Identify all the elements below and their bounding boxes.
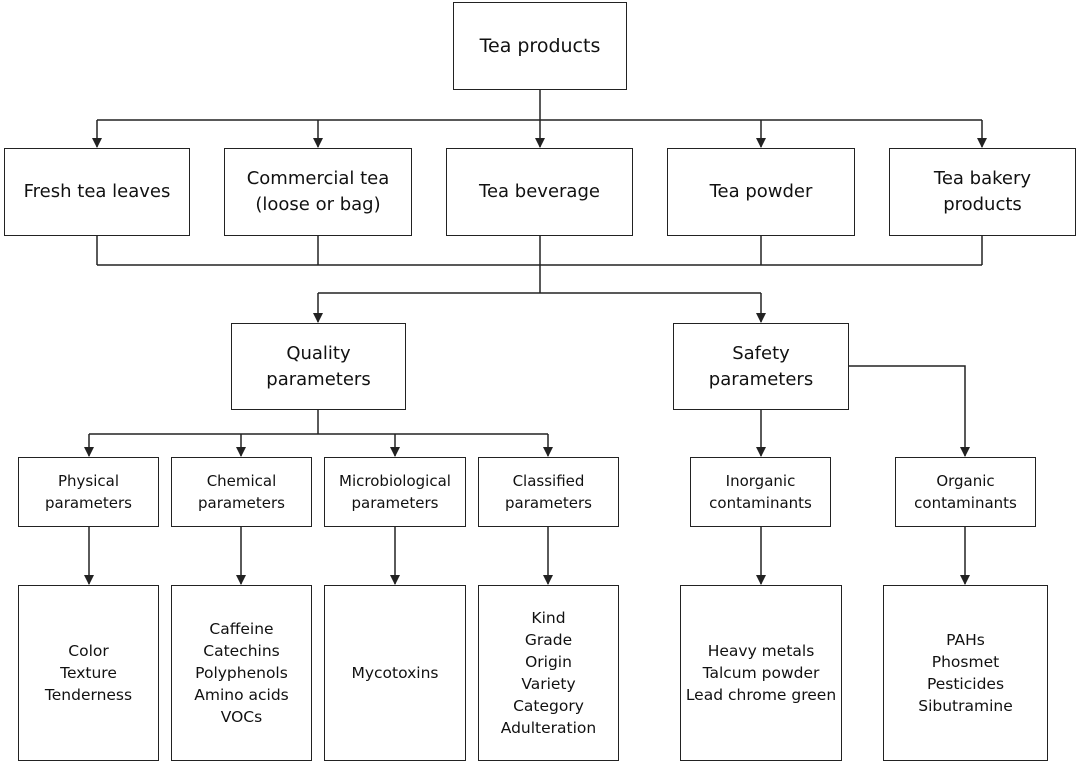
list-item: Origin [525,653,572,671]
physical-parameters-label-line2: parameters [44,494,132,512]
inorganic-contaminants-label-line1: Inorganic [725,472,796,490]
physical-parameters-box: Physical parameters [18,457,159,527]
list-item: Sibutramine [918,697,1013,715]
inorganic-details-box: Heavy metals Talcum powder Lead chrome g… [680,585,842,761]
list-item: PAHs [946,631,985,649]
safety-parameters-box: Safety parameters [673,323,849,410]
classified-parameters-label-line2: parameters [504,494,592,512]
safety-parameters-label-line2: parameters [708,368,814,390]
tea-bakery-products-label-line1: Tea bakery [933,168,1032,189]
tea-bakery-products-label-line2: products [943,194,1022,215]
chemical-parameters-box: Chemical parameters [171,457,312,527]
list-item: Grade [524,631,573,649]
list-item: Phosmet [931,653,1000,671]
safety-parameters-label-line1: Safety [732,342,790,364]
microbiological-parameters-label-line1: Microbiological [339,472,451,490]
list-item: Talcum powder [702,664,820,682]
organic-details-box: PAHs Phosmet Pesticides Sibutramine [883,585,1048,761]
organic-contaminants-label-line1: Organic [936,472,995,490]
tea-products-label: Tea products [479,34,601,57]
commercial-tea-label-line2: (loose or bag) [255,194,381,215]
list-item: Amino acids [194,686,289,704]
classified-parameters-box: Classified parameters [478,457,619,527]
commercial-tea-box: Commercial tea (loose or bag) [224,148,412,236]
microbiological-parameters-label-line2: parameters [351,494,439,512]
tea-bakery-products-box: Tea bakery products [889,148,1076,236]
inorganic-contaminants-label-line2: contaminants [709,494,812,512]
chemical-details-box: Caffeine Catechins Polyphenols Amino aci… [171,585,312,761]
physical-parameters-label-line1: Physical [57,472,120,490]
list-item: Caffeine [209,620,274,638]
list-item: VOCs [220,708,263,726]
organic-contaminants-box: Organic contaminants [895,457,1036,527]
list-item: Heavy metals [707,642,815,660]
tea-products-box: Tea products [453,2,627,90]
quality-parameters-label-line1: Quality [286,342,351,364]
list-item: Color [68,642,109,660]
tea-powder-label: Tea powder [709,181,813,202]
inorganic-contaminants-box: Inorganic contaminants [690,457,831,527]
list-item: Adulteration [500,719,597,737]
list-item: Polyphenols [195,664,288,682]
list-item: Texture [60,664,117,682]
tea-powder-box: Tea powder [667,148,855,236]
list-item: Lead chrome green [685,686,837,704]
quality-parameters-label-line2: parameters [266,368,371,390]
fresh-tea-leaves-label: Fresh tea leaves [23,181,171,202]
list-item: Kind [531,609,566,627]
tea-beverage-box: Tea beverage [446,148,633,236]
classified-details-box: Kind Grade Origin Variety Category Adult… [478,585,619,761]
list-item: Mycotoxins [351,664,439,682]
list-item: Pesticides [926,675,1005,693]
chemical-parameters-label-line2: parameters [197,494,285,512]
tea-beverage-label: Tea beverage [479,181,600,202]
classified-parameters-label-line1: Classified [512,472,585,490]
fresh-tea-leaves-box: Fresh tea leaves [4,148,190,236]
chemical-parameters-label-line1: Chemical [206,472,277,490]
list-item: Variety [521,675,576,693]
microbiological-details-box: Mycotoxins [324,585,466,761]
list-item: Tenderness [44,686,133,704]
quality-parameters-box: Quality parameters [231,323,406,410]
arrow-to-organic-contaminants [849,365,970,457]
physical-details-box: Color Texture Tenderness [18,585,159,761]
organic-contaminants-label-line2: contaminants [914,494,1017,512]
list-item: Category [513,697,584,715]
microbiological-parameters-box: Microbiological parameters [324,457,466,527]
commercial-tea-label-line1: Commercial tea [246,168,390,189]
list-item: Catechins [203,642,280,660]
